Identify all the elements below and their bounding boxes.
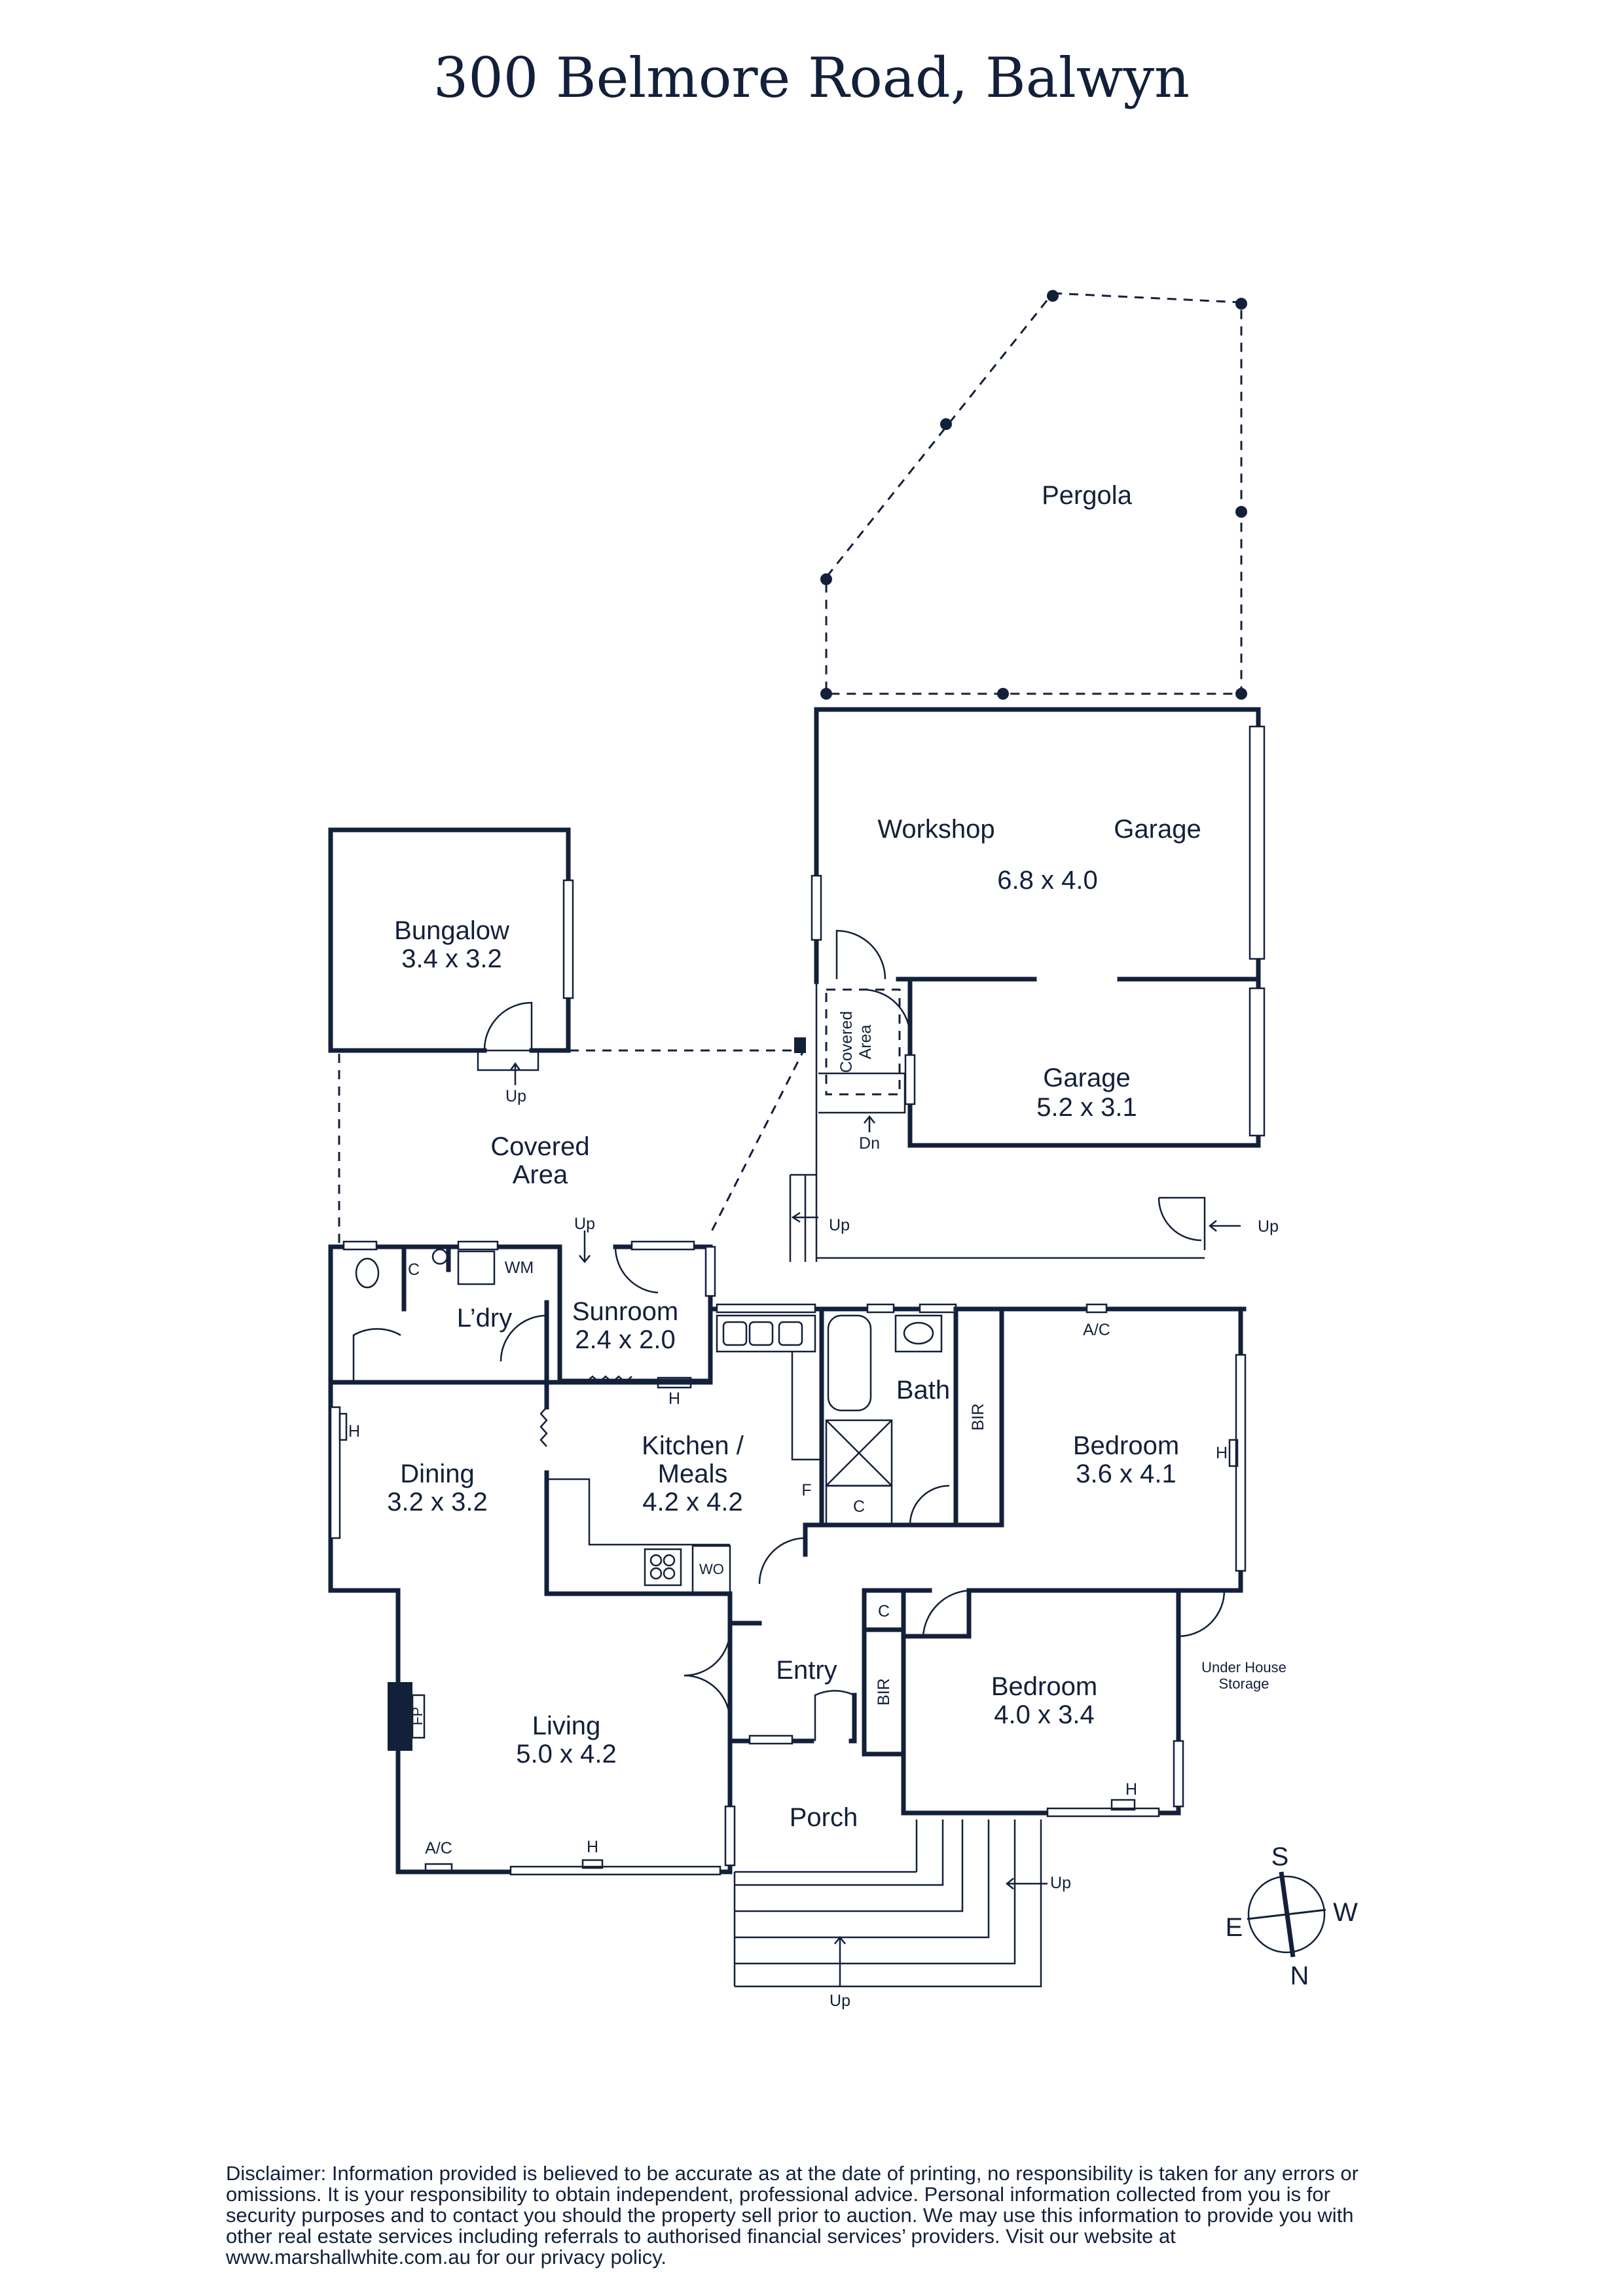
compass-rose [1247, 1871, 1326, 1958]
sunroom-label: Sunroom [572, 1297, 678, 1326]
garage-dn-label: Dn [859, 1134, 880, 1153]
bungalow-up-label: Up [505, 1087, 526, 1105]
workshop-label: Workshop [877, 815, 994, 844]
wall-oven-label: WO [699, 1561, 724, 1577]
fireplace-label: FP [409, 1707, 426, 1725]
sunroom-heater-label: H [668, 1390, 680, 1408]
bedroom1-dims: 3.6 x 4.1 [1076, 1460, 1176, 1488]
page-title: 300 Belmore Road, Balwyn [433, 46, 1190, 110]
hall-cupboard-label: C [878, 1602, 890, 1621]
front-steps-up-label: Up [830, 1992, 850, 2010]
covered-small-label-1: Covered [837, 1011, 856, 1073]
kitchen-label-1: Kitchen / [642, 1431, 744, 1460]
garage-building-walls [789, 707, 1266, 1262]
living-heater-label: H [587, 1838, 598, 1856]
garage-dims: 5.2 x 3.1 [1036, 1093, 1137, 1122]
porch-label: Porch [790, 1803, 858, 1832]
compass-south: S [1271, 1842, 1289, 1871]
garage-side-up-label: Up [1258, 1217, 1279, 1236]
pergola-outline [820, 290, 1247, 700]
covered-area-label-2: Area [513, 1160, 568, 1189]
sunroom-up-label: Up [574, 1215, 595, 1233]
entry-label: Entry [776, 1656, 837, 1685]
covered-area-outline [338, 1037, 807, 1247]
dining-label: Dining [400, 1460, 474, 1488]
bedroom1-ac-label: A/C [1083, 1321, 1110, 1339]
garage-top-label: Garage [1114, 815, 1201, 844]
bungalow-label: Bungalow [394, 916, 509, 945]
bedroom2-label: Bedroom [991, 1672, 1097, 1701]
laundry-label: L’dry [457, 1304, 513, 1333]
side-path-up-label: Up [829, 1216, 850, 1234]
compass-north: N [1290, 1962, 1309, 1990]
bedroom2-dims: 4.0 x 3.4 [994, 1700, 1094, 1729]
house-walls [328, 1230, 1247, 1988]
compass-west: W [1333, 1898, 1358, 1927]
pergola-label: Pergola [1042, 481, 1133, 510]
bath-cupboard-label: C [853, 1498, 865, 1516]
living-dims: 5.0 x 4.2 [516, 1740, 616, 1768]
kitchen-label-2: Meals [658, 1460, 728, 1488]
living-label: Living [532, 1712, 601, 1740]
bath-label: Bath [896, 1376, 950, 1405]
bungalow-dims: 3.4 x 3.2 [401, 944, 501, 973]
dining-dims: 3.2 x 3.2 [387, 1488, 487, 1516]
under-house-label-1: Under House [1201, 1659, 1286, 1676]
under-house-label-2: Storage [1218, 1676, 1269, 1692]
covered-small-label-2: Area [856, 1025, 875, 1060]
living-ac-label: A/C [425, 1839, 452, 1857]
bedroom1-heater-label: H [1216, 1444, 1228, 1462]
compass-east: E [1226, 1913, 1243, 1942]
bungalow-walls [328, 827, 574, 1085]
kitchen-dims: 4.2 x 4.2 [642, 1488, 742, 1516]
dining-heater-label: H [348, 1422, 360, 1441]
fridge-label: F [801, 1481, 811, 1499]
bedroom1-bir-label: BIR [969, 1403, 987, 1431]
washing-machine-label: WM [505, 1259, 534, 1277]
wc-cupboard-label: C [408, 1261, 420, 1279]
bedroom2-heater-label: H [1125, 1780, 1137, 1799]
disclaimer-text: Disclaimer: Information provided is beli… [226, 2162, 1359, 2269]
porch-steps-up-label: Up [1050, 1874, 1071, 1892]
garage-label: Garage [1043, 1064, 1130, 1092]
bedroom1-label: Bedroom [1073, 1431, 1179, 1460]
workshop-dims: 6.8 x 4.0 [997, 866, 1097, 895]
sunroom-dims: 2.4 x 2.0 [575, 1325, 675, 1354]
covered-area-label-1: Covered [490, 1132, 589, 1161]
bedroom2-bir-label: BIR [875, 1678, 893, 1706]
